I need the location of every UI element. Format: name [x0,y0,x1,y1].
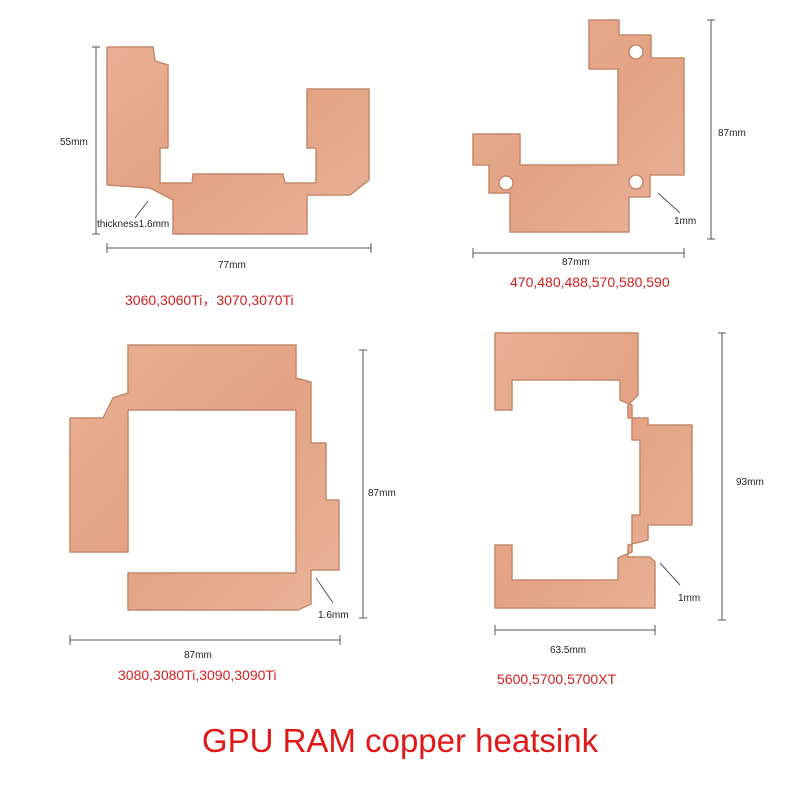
heatsink-plate-3 [69,344,340,611]
thickness-label-2: 1mm [674,216,697,227]
dimension-lines [69,19,726,645]
thickness-label-4: 1mm [678,593,701,604]
width-label-4: 63.5mm [550,645,587,656]
height-label-4: 93mm [736,477,764,488]
heatsink-plate-1 [106,46,370,235]
width-label-2: 87mm [562,257,590,268]
model-list-3: 3080,3080Ti,3090,3090Ti [118,667,277,683]
width-label-1: 77mm [218,260,246,271]
model-list-1: 3060,3060Ti，3070,3070Ti [125,292,294,308]
model-list-2: 470,480,488,570,580,590 [510,274,670,290]
product-title: GPU RAM copper heatsink [201,722,599,759]
thickness-label-1: thickness1.6mm [97,219,170,230]
width-label-3: 87mm [184,650,212,661]
thickness-label-3: 1.6mm [318,610,349,621]
height-label-1: 55mm [60,137,88,148]
model-list-4: 5600,5700,5700XT [497,671,617,687]
heatsink-plate-2 [472,19,685,233]
height-label-3: 87mm [368,488,396,499]
heatsink-plate-4 [494,332,693,609]
height-label-2: 87mm [718,128,746,139]
